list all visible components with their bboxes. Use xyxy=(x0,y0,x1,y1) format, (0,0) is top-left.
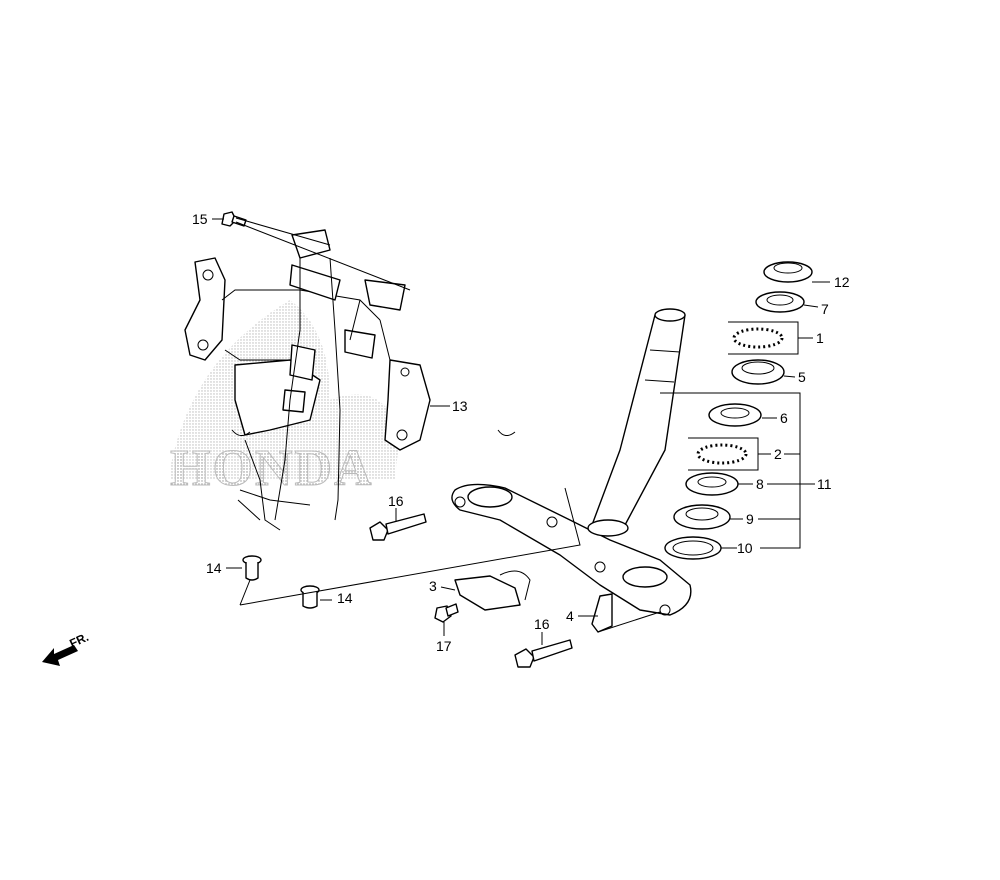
callout-2: 2 xyxy=(774,446,782,462)
bolt-16-lower xyxy=(514,639,573,668)
bolt-15 xyxy=(221,211,247,227)
front-label: FR. xyxy=(67,630,90,651)
ball-race-5 xyxy=(731,359,785,385)
callout-11: 11 xyxy=(817,476,832,492)
callout-13: 13 xyxy=(452,398,468,414)
steel-balls-1 xyxy=(732,327,784,349)
callout-5: 5 xyxy=(798,369,806,385)
watermark-text: HONDA xyxy=(170,440,374,497)
callout-9: 9 xyxy=(746,511,754,527)
collar-14-left xyxy=(242,555,262,581)
cone-race-7 xyxy=(755,291,805,313)
front-direction-indicator: FR. xyxy=(42,630,91,666)
callout-16-lower: 16 xyxy=(534,616,550,632)
callout-4: 4 xyxy=(566,608,574,624)
steering-stem-lower-bridge xyxy=(451,308,692,616)
bearing-stack xyxy=(664,261,813,560)
handlebar-bracket-13 xyxy=(184,229,516,531)
ball-race-6 xyxy=(708,403,762,427)
callout-1: 1 xyxy=(816,330,824,346)
clip-4 xyxy=(591,593,613,633)
bolt-16-upper xyxy=(369,513,427,541)
callout-6: 6 xyxy=(780,410,788,426)
front-arrow-icon xyxy=(42,645,78,666)
steel-balls-2 xyxy=(696,443,748,465)
cone-race-8 xyxy=(685,472,739,496)
bracket-3 xyxy=(454,570,531,611)
leader-lines xyxy=(212,217,830,645)
callout-3: 3 xyxy=(429,578,437,594)
callout-7: 7 xyxy=(821,301,829,317)
adjusting-nut-12 xyxy=(763,261,813,283)
callout-12: 12 xyxy=(834,274,850,290)
collar-14-right xyxy=(300,585,320,609)
callout-16-upper: 16 xyxy=(388,493,404,509)
callout-8: 8 xyxy=(756,476,764,492)
washer-10 xyxy=(664,536,722,560)
callout-15: 15 xyxy=(192,211,208,227)
dust-seal-9 xyxy=(673,504,731,530)
callout-10: 10 xyxy=(737,540,753,556)
callout-14-right: 14 xyxy=(337,590,353,606)
bolt-17 xyxy=(434,603,459,623)
callout-17: 17 xyxy=(436,638,452,654)
callout-14-left: 14 xyxy=(206,560,222,576)
callout-labels: 15 12 7 1 5 13 6 2 8 11 9 10 16 14 14 3 … xyxy=(192,211,850,654)
